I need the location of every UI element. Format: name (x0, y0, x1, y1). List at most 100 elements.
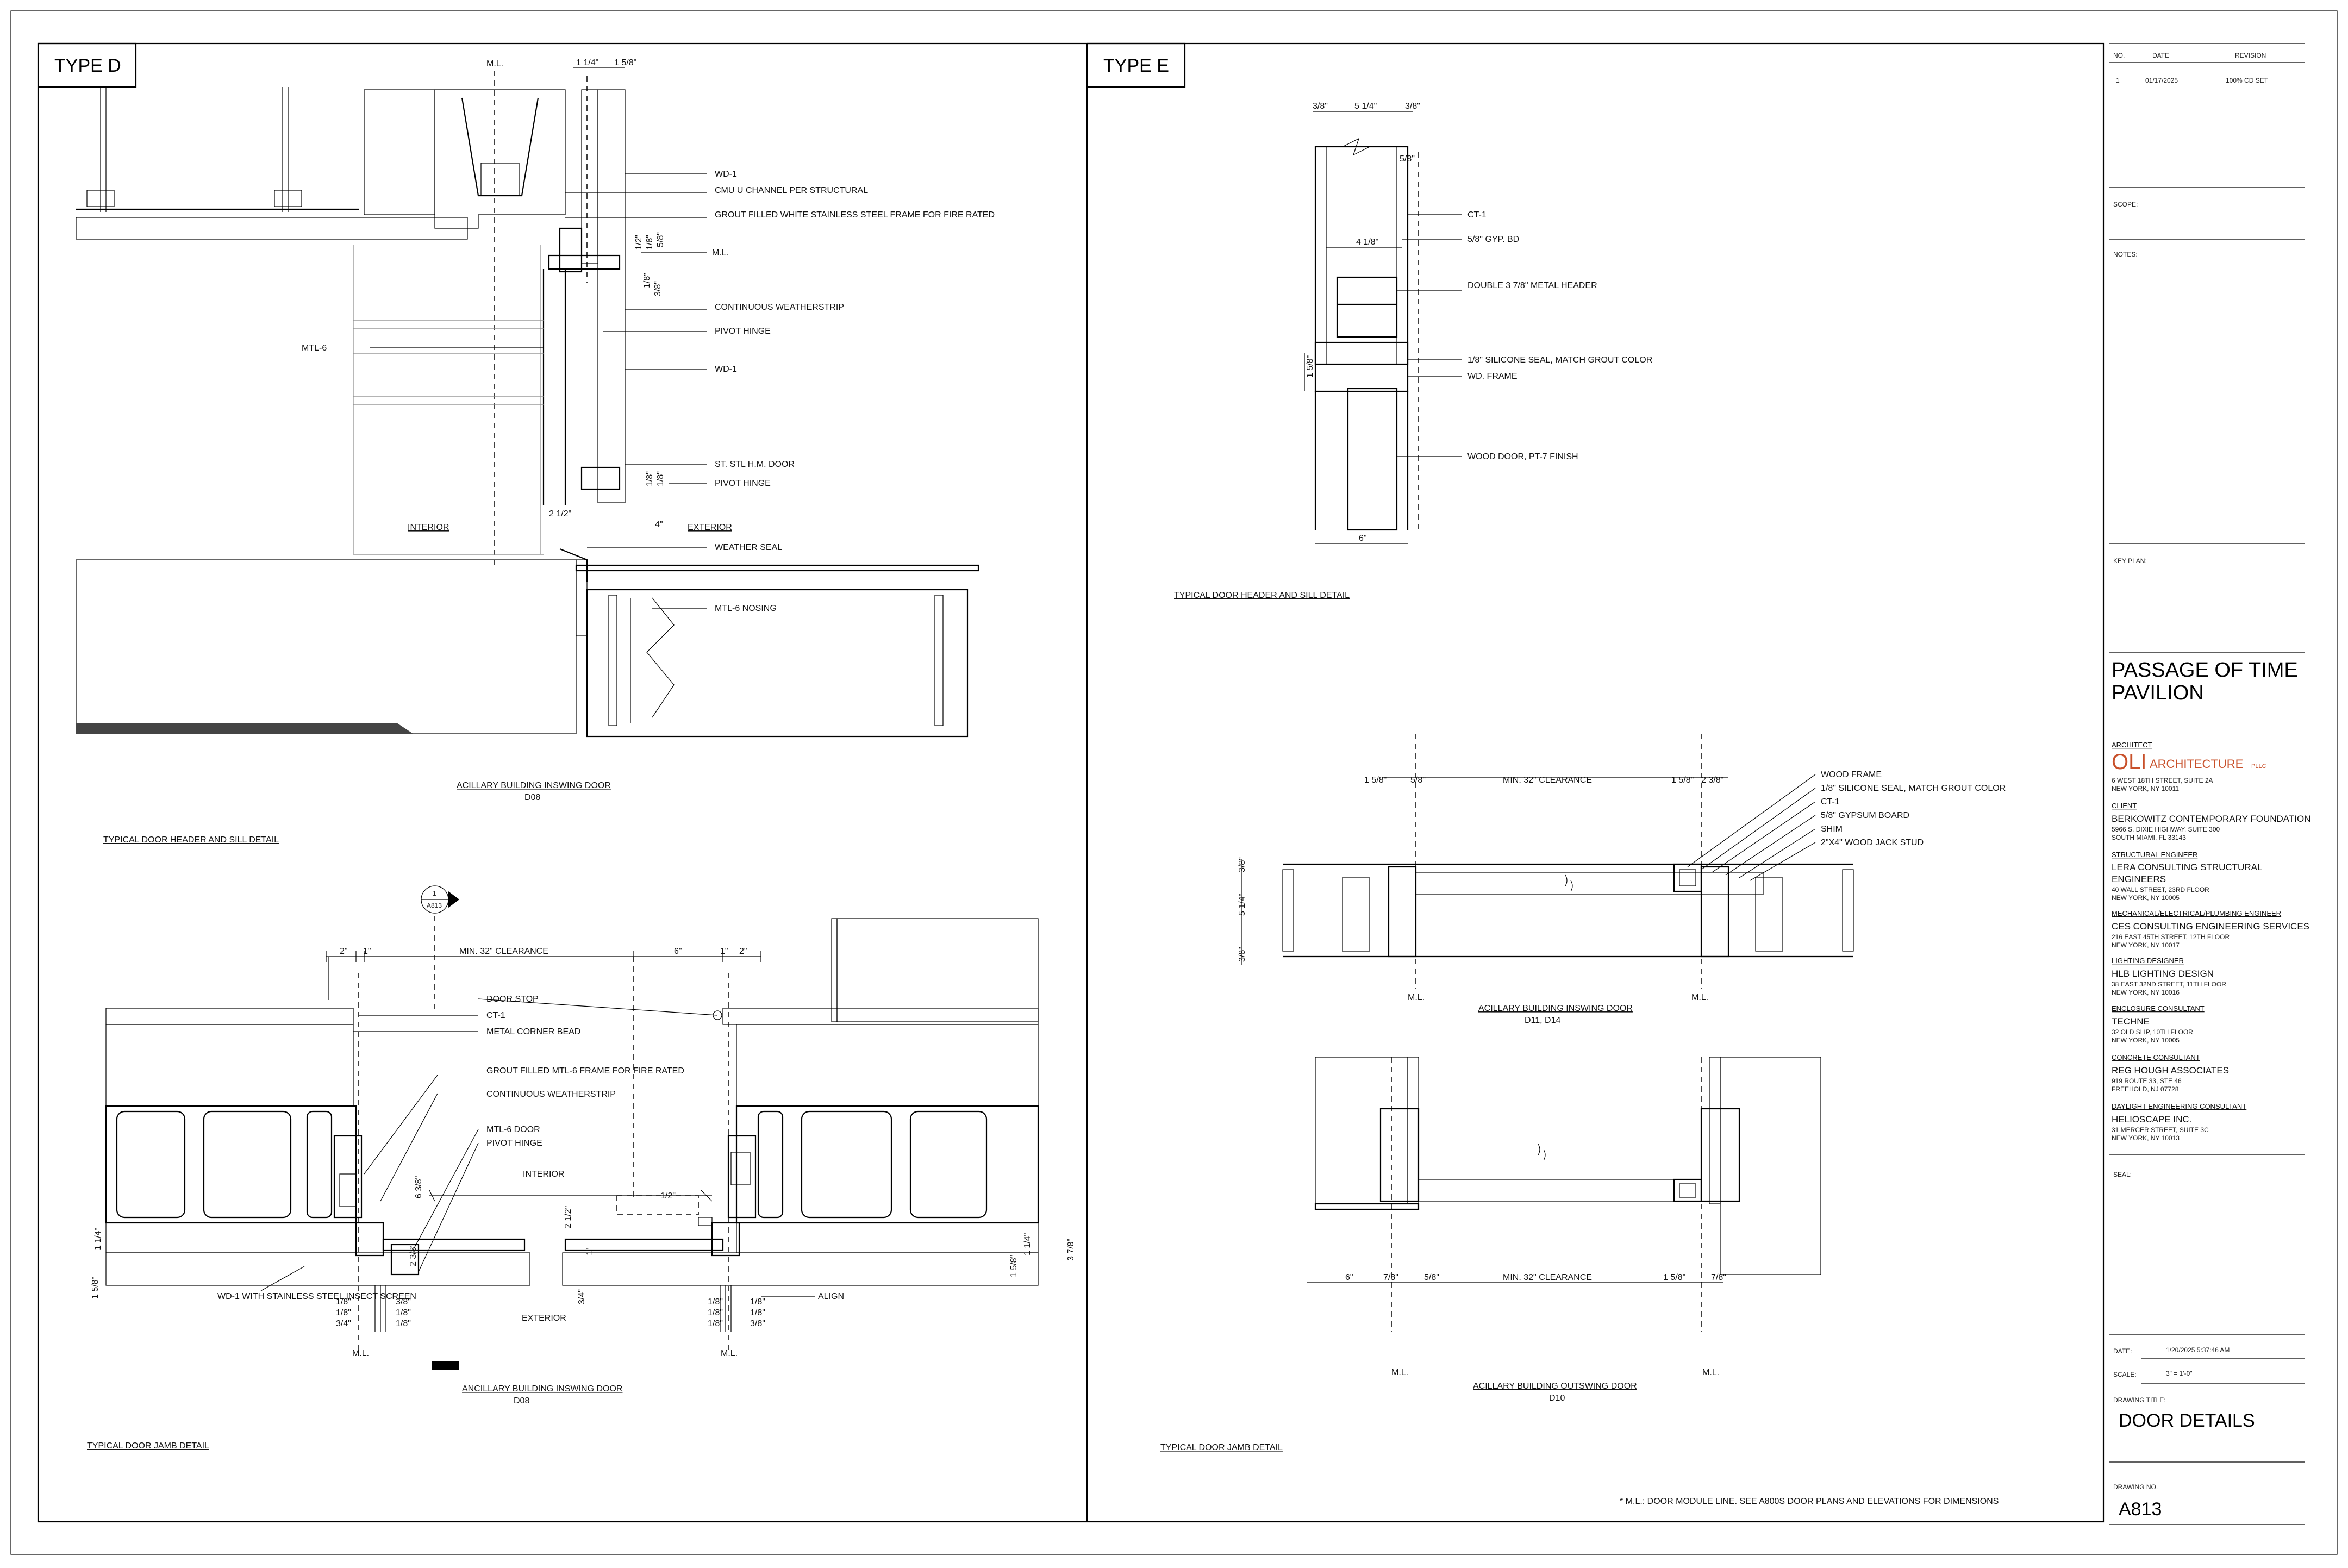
type-d-header-sill-detail: M.L. (76, 58, 995, 845)
consultant-1-addr-1: NEW YORK, NY 10005 (2112, 894, 2180, 902)
sheet-border (10, 10, 2338, 1555)
ml-label-d-bot-left: M.L. (352, 1349, 369, 1358)
label-door-stop: DOOR STOP (486, 995, 539, 1004)
ml-label-e-out-right: M.L. (1702, 1368, 1719, 1377)
label-cmu-u-channel: CMU U CHANNEL PER STRUCTURAL (715, 186, 868, 195)
label-weather-seal: WEATHER SEAL (715, 543, 782, 552)
type-e-jamb-detail: 1 5/8" 5/8" MIN. 32" CLEARANCE 1 5/8" 2 … (1160, 734, 2006, 1452)
ml-label-e-out-left: M.L. (1391, 1368, 1408, 1377)
consultant-5-addr-1: FREEHOLD, NJ 07728 (2112, 1085, 2179, 1093)
dim-d-top-10: 4" (655, 520, 663, 529)
dim-d-bot-7: 1 5/8" (91, 1277, 100, 1299)
label-grout-filled-frame: GROUT FILLED WHITE STAINLESS STEEL FRAME… (715, 210, 995, 220)
dim-d-bot-23: 1/8" (708, 1297, 723, 1307)
dim-e-top-3: 5/8" (1400, 154, 1415, 164)
dim-e-bot-bottom-4: 1 5/8" (1663, 1273, 1685, 1282)
consultant-1-addr-0: 40 WALL STREET, 23RD FLOOR (2112, 886, 2209, 894)
caption-ref-e-inswing: D11, D14 (1525, 1016, 1561, 1025)
scale-value: 3" = 1'-0" (2166, 1370, 2193, 1377)
caption-e-outswing: ACILLARY BUILDING OUTSWING DOOR (1473, 1382, 1637, 1391)
consultant-4-role: ENCLOSURE CONSULTANT (2112, 1004, 2205, 1013)
label-interior-d-bot: INTERIOR (523, 1170, 564, 1179)
dim-d-top-3: 1/8" (645, 235, 654, 250)
label-wood-frame: WOOD FRAME (1821, 770, 1882, 779)
dim-e-bot-side-1: 5 1/4" (1238, 894, 1247, 916)
dim-e-top-1: 5 1/4" (1354, 102, 1377, 111)
project-title-line-2: PAVILION (2112, 682, 2204, 704)
dim-d-top-4: 5/8" (656, 232, 665, 247)
title-block: NO. DATE REVISION 1 01/17/2025 100% CD S… (2109, 43, 2310, 1525)
label-wood-door: WOOD DOOR, PT-7 FINISH (1468, 452, 1578, 461)
dim-d-bot-3: 6" (674, 947, 682, 956)
dim-d-bot-10: 1/2" (660, 1191, 676, 1201)
label-ct1-e-top: CT-1 (1468, 210, 1487, 220)
dim-e-bot-bottom-2: 5/8" (1424, 1273, 1439, 1282)
dim-d-bot-8: 6 3/8" (414, 1176, 423, 1198)
label-metal-header: DOUBLE 3 7/8" METAL HEADER (1468, 281, 1597, 290)
tag-top-text: 1 (433, 890, 436, 897)
panel-tab-type-e: TYPE E (1087, 42, 1186, 88)
label-stl-hm-door: ST. STL H.M. DOOR (715, 460, 795, 469)
rev-1-no: 1 (2116, 77, 2120, 84)
title-d-top: TYPICAL DOOR HEADER AND SILL DETAIL (103, 835, 279, 845)
caption-ref-d-bot: D08 (514, 1396, 529, 1405)
drawing-frame (37, 42, 2105, 1523)
consultant-1-name-0: LERA CONSULTING STRUCTURAL (2112, 862, 2262, 872)
ml-label-e-bot-left: M.L. (1408, 993, 1425, 1002)
consultant-2-name: CES CONSULTING ENGINEERING SERVICES (2112, 921, 2309, 932)
caption-ref-e-outswing: D10 (1549, 1394, 1565, 1403)
dim-d-bot-12: 1 5/8" (1009, 1255, 1019, 1277)
dim-d-bot-24: 1/8" (708, 1308, 723, 1317)
dim-d-bot-6: 1 1/4" (93, 1228, 103, 1250)
architect-logo-suffix: PLLC (2251, 763, 2266, 770)
project-title-line-1: PASSAGE OF TIME (2112, 659, 2298, 682)
consultant-1-name-1: ENGINEERS (2112, 874, 2166, 884)
architect-logo-mark: OLI (2112, 750, 2146, 774)
consultant-2-addr-1: NEW YORK, NY 10017 (2112, 941, 2180, 949)
dim-d-bot-16: 2 3/8" (409, 1244, 418, 1266)
consultant-3-addr-0: 38 EAST 32ND STREET, 11TH FLOOR (2112, 980, 2226, 988)
rev-header-no: NO. (2113, 52, 2125, 59)
consultant-5-role: CONCRETE CONSULTANT (2112, 1053, 2200, 1061)
dim-e-top-4: 4 1/8" (1356, 238, 1378, 247)
drawing-title: DOOR DETAILS (2119, 1410, 2255, 1431)
dim-e-bot-top-3: 1 5/8" (1671, 776, 1694, 785)
dim-d-bot-5: 1" (720, 947, 728, 956)
drawing-number: A813 (2119, 1499, 2162, 1520)
caption-e-inswing: ACILLARY BUILDING INSWING DOOR (1478, 1004, 1633, 1013)
consultant-0-addr-1: SOUTH MIAMI, FL 33143 (2112, 834, 2186, 841)
consultant-6-addr-0: 31 MERCER STREET, SUITE 3C (2112, 1126, 2209, 1134)
dim-d-top-7: 1/8" (645, 471, 654, 486)
architect-logo-word: ARCHITECTURE (2150, 757, 2243, 771)
label-gyp-bd: 5/8" GYP. BD (1468, 235, 1519, 244)
dim-d-bot-4: 2" (739, 947, 747, 956)
label-wd1-top: WD-1 (715, 170, 737, 179)
label-exterior-d-bot: EXTERIOR (522, 1314, 566, 1323)
dim-d-bot-28: 3/8" (750, 1319, 765, 1328)
dim-d-bot-21: 1/8" (396, 1308, 411, 1317)
label-exterior-d-top: EXTERIOR (688, 523, 732, 532)
architect-addr-1: NEW YORK, NY 10011 (2112, 785, 2179, 792)
caption-d-top: ACILLARY BUILDING INSWING DOOR (457, 781, 611, 790)
panel-label-type-d: TYPE D (54, 55, 121, 76)
dim-d-bot-1: 1" (363, 947, 371, 956)
dim-d-bot-15: 3/4" (577, 1289, 586, 1304)
dim-e-top-0: 3/8" (1313, 102, 1328, 111)
drawing-title-label: DRAWING TITLE: (2113, 1396, 2166, 1404)
title-e-bot: TYPICAL DOOR JAMB DETAIL (1160, 1443, 1283, 1452)
label-align: ALIGN (818, 1292, 844, 1301)
consultant-6-name: HELIOSCAPE INC. (2112, 1114, 2191, 1125)
dim-e-bot-bottom-1: 7/8" (1383, 1273, 1398, 1282)
dim-d-top-9: 2 1/2" (549, 509, 571, 518)
dim-d-bot-19: 3/4" (336, 1319, 351, 1328)
consultant-6-role: DAYLIGHT ENGINEERING CONSULTANT (2112, 1102, 2246, 1110)
footnote: * M.L.: DOOR MODULE LINE. SEE A800S DOOR… (1620, 1497, 1999, 1506)
label-ct1-e-bot: CT-1 (1821, 797, 1840, 807)
label-pivot-hinge-d: PIVOT HINGE (486, 1139, 542, 1148)
dim-e-bot-bottom-5: 7/8" (1711, 1273, 1726, 1282)
label-wood-jack-stud: 2"X4" WOOD JACK STUD (1821, 838, 1924, 847)
panel-label-type-e: TYPE E (1103, 55, 1169, 76)
dim-d-bot-26: 1/8" (750, 1297, 765, 1307)
type-e-header-sill-detail: 3/8" 5 1/4" 3/8" 5/8" 4 1/8" 1 5/8" 6" C… (1174, 102, 1652, 600)
seal-label: SEAL: (2113, 1171, 2132, 1178)
